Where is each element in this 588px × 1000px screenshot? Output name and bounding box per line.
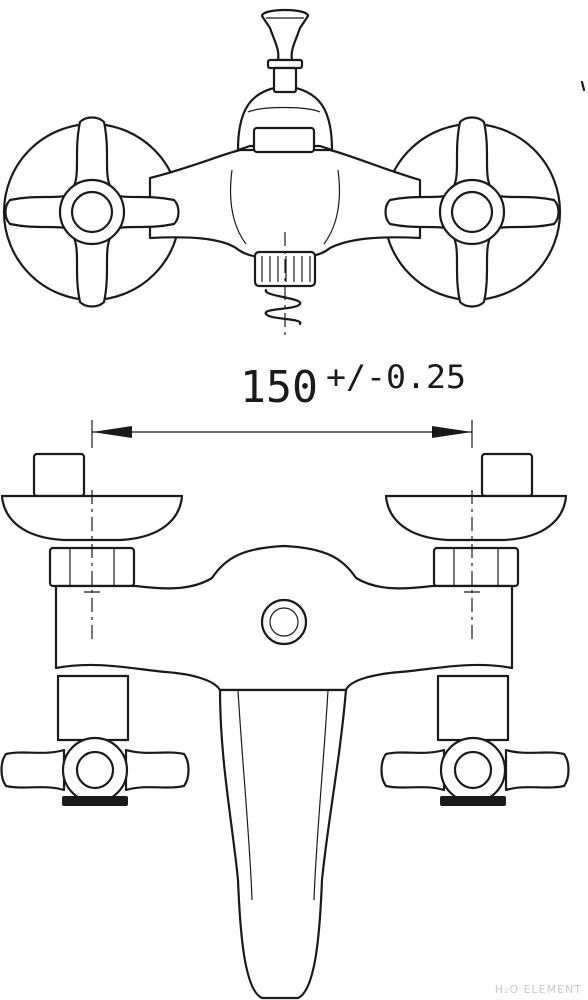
- right-eccentric: [480, 452, 534, 498]
- left-bonnet: [56, 674, 130, 742]
- diverter-button: [260, 598, 308, 646]
- left-eccentric: [32, 452, 86, 498]
- dimension-tolerance: +/-0.25: [326, 358, 466, 396]
- spout-outlet-top: [252, 126, 316, 154]
- dimension-value: 150: [240, 362, 318, 413]
- front-view: [0, 452, 570, 1000]
- diverter-knob-top: [260, 8, 310, 62]
- right-bonnet: [436, 674, 510, 742]
- top-view: [2, 8, 586, 336]
- left-cross-handle-front: [0, 736, 190, 806]
- right-flange: [384, 494, 568, 542]
- right-cross-handle-top: [384, 116, 560, 308]
- spout: [218, 688, 348, 1000]
- brand-watermark: H₂O ELEMENT: [494, 983, 582, 996]
- right-hex-nut: [432, 546, 520, 588]
- left-cross-handle-top: [4, 116, 180, 308]
- right-cross-handle-front: [380, 736, 570, 806]
- dimension-150: 150 +/-0.25: [91, 358, 473, 448]
